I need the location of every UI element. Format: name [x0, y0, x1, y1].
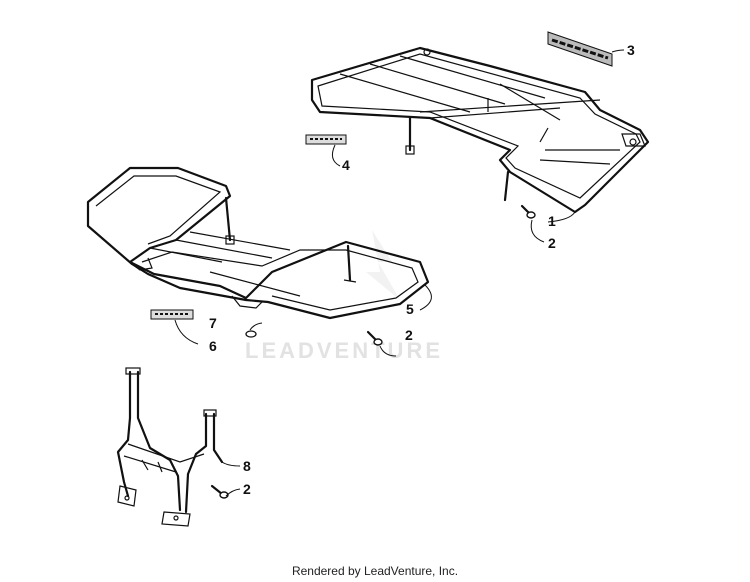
- callout-7: 7: [209, 315, 217, 331]
- callout-2-front: 2: [405, 327, 413, 343]
- leader-lines: [174, 49, 625, 497]
- callout-5: 5: [406, 301, 414, 317]
- watermark-logo: [366, 230, 400, 300]
- footer-credit: Rendered by LeadVenture, Inc.: [291, 564, 459, 578]
- decal-4: [305, 134, 347, 145]
- callout-1: 1: [548, 213, 556, 229]
- rear-rack: [310, 46, 650, 214]
- callout-2-rear: 2: [548, 235, 556, 251]
- callout-4: 4: [342, 157, 350, 173]
- decal-3: [547, 31, 613, 67]
- bolt-2-front: [366, 330, 383, 346]
- decal-6: [150, 309, 194, 320]
- watermark-text: LEADVENTURE: [245, 338, 443, 363]
- callout-6: 6: [209, 338, 217, 354]
- callout-2-bracket: 2: [243, 481, 251, 497]
- washer-7: [245, 330, 257, 338]
- bolt-2-bracket: [210, 484, 229, 499]
- bracket-assembly: [116, 367, 224, 527]
- callout-3: 3: [627, 42, 635, 58]
- callout-8: 8: [243, 458, 251, 474]
- front-rack: [86, 166, 430, 320]
- bolt-2-rear: [520, 204, 536, 219]
